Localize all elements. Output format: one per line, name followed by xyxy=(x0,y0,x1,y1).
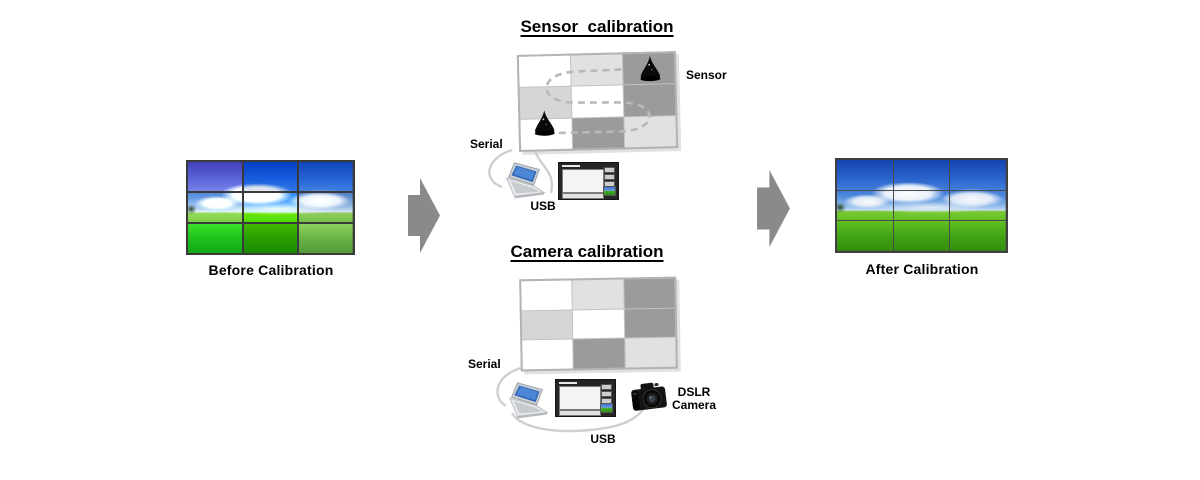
test-grid-tile xyxy=(572,279,624,310)
wall-tile xyxy=(243,193,298,222)
after-caption: After Calibration xyxy=(865,261,979,277)
test-grid-tile xyxy=(521,310,573,340)
calibration-software-window xyxy=(558,162,619,200)
sensor-calibration-title: Sensor calibration xyxy=(520,17,674,36)
test-grid-tile xyxy=(570,54,623,86)
calibration-software-window xyxy=(555,379,616,417)
before-calibration-wall xyxy=(186,160,355,255)
software-canvas xyxy=(562,169,604,193)
test-grid-tile xyxy=(624,115,677,148)
wall-tile xyxy=(188,224,242,253)
test-grid-tile xyxy=(623,84,676,117)
test-grid-tile xyxy=(518,55,571,88)
test-grid-tile xyxy=(520,118,573,150)
software-status-strip xyxy=(562,193,604,199)
sensor-test-grid xyxy=(516,51,679,152)
sensor-label: Sensor xyxy=(686,68,727,82)
wall-tile xyxy=(299,193,353,222)
camera-test-grid xyxy=(519,276,678,372)
wall-tile xyxy=(837,190,893,221)
wall-tile xyxy=(243,224,298,253)
laptop-icon xyxy=(505,162,546,199)
test-grid-tile xyxy=(622,53,675,85)
after-calibration-wall xyxy=(835,158,1008,253)
before-caption: Before Calibration xyxy=(208,262,334,278)
wall-tile xyxy=(893,190,950,221)
serial-label-camera: Serial xyxy=(468,357,501,371)
wall-tile xyxy=(950,221,1006,251)
wall-tile xyxy=(188,162,242,191)
wall-tile xyxy=(299,162,353,191)
camera-test-grid-wrap xyxy=(519,276,678,372)
wall-tile xyxy=(299,224,353,253)
usb-label-camera: USB xyxy=(590,432,616,446)
test-grid-tile xyxy=(572,117,625,149)
dslr-camera-label: DSLR Camera xyxy=(671,385,717,412)
dslr-camera-icon xyxy=(631,382,667,411)
test-grid-tile xyxy=(522,339,574,370)
flow-arrow-left-icon xyxy=(408,178,440,253)
test-grid-tile xyxy=(624,308,676,338)
wall-tile xyxy=(188,193,242,222)
test-grid-tile xyxy=(624,337,676,368)
serial-label-sensor: Serial xyxy=(470,137,503,151)
software-button xyxy=(601,384,612,390)
wall-tile xyxy=(893,221,950,251)
laptop-icon xyxy=(508,382,549,419)
wall-tile xyxy=(893,160,950,190)
test-grid-tile xyxy=(573,338,625,369)
wall-tile xyxy=(950,160,1006,190)
software-preview-thumbnail xyxy=(600,403,613,413)
wall-tile xyxy=(837,160,893,190)
camera-calibration-title: Camera calibration xyxy=(510,242,664,261)
usb-label-sensor: USB xyxy=(530,199,556,213)
wall-tile xyxy=(950,190,1006,221)
test-grid-tile xyxy=(571,85,624,118)
software-menu-bar xyxy=(562,165,580,167)
test-grid-tile xyxy=(521,280,573,310)
software-button xyxy=(604,167,615,173)
software-status-strip xyxy=(559,410,601,416)
flow-arrow-right-icon xyxy=(757,170,790,247)
wall-tile xyxy=(243,162,298,191)
test-grid-tile xyxy=(623,278,675,309)
software-button xyxy=(601,391,612,397)
wall-tile xyxy=(837,221,893,251)
software-canvas xyxy=(559,386,601,410)
test-grid-tile xyxy=(573,309,624,339)
software-preview-thumbnail xyxy=(603,186,616,196)
software-button xyxy=(604,174,615,180)
test-grid-tile xyxy=(519,86,572,119)
sensor-test-grid-wrap xyxy=(516,51,679,152)
software-menu-bar xyxy=(559,382,577,384)
